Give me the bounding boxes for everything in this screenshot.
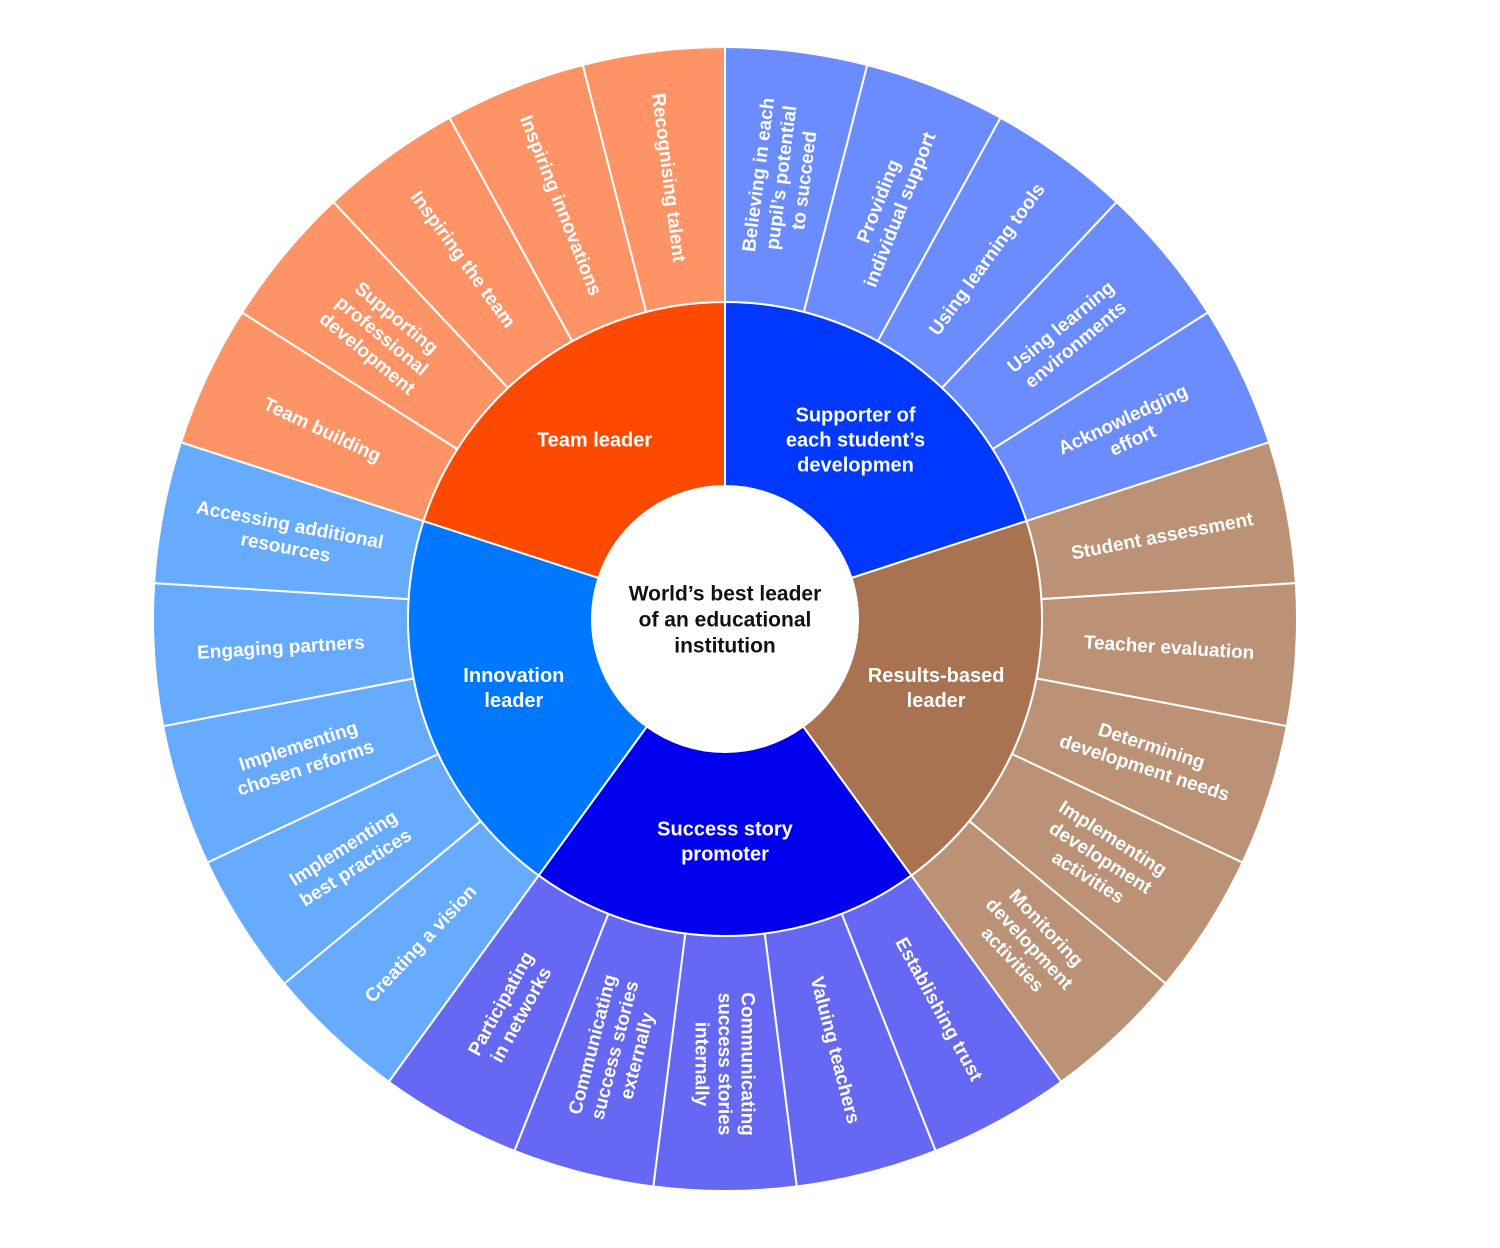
center-circle (592, 486, 858, 752)
item-label-communicating-success-stories-internally: Communicatingsuccess storiesinternally (690, 992, 757, 1136)
category-label-team-leader: Team leader (537, 429, 652, 451)
